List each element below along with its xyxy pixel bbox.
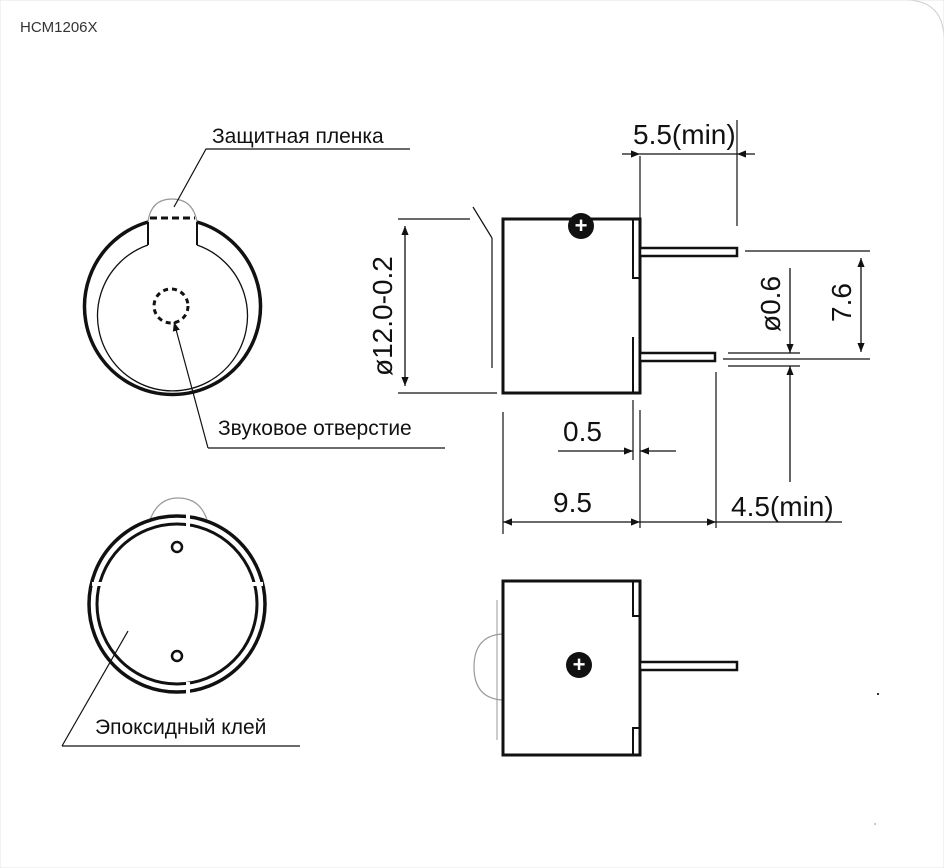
dim-height: 9.5	[553, 487, 592, 518]
page-corner	[904, 0, 944, 41]
body-step-top	[632, 219, 640, 279]
top-view	[82, 148, 445, 449]
dim-pin-extension-min: 4.5(min)	[731, 491, 834, 522]
dim-diameter: ø12.0-0.2	[367, 256, 398, 376]
outer-ring-bottom	[87, 514, 267, 694]
model-number: HCM1206X	[20, 19, 98, 36]
film-leader	[173, 148, 410, 208]
sound-hole-leader	[172, 321, 209, 449]
protective-film-bump	[147, 198, 198, 223]
dim-pin-diameter: ø0.6	[755, 276, 786, 332]
film-bump-bottom	[149, 497, 208, 521]
polarity-symbol-top: +	[575, 213, 588, 238]
buzzer-body	[501, 217, 642, 395]
stray-mark	[877, 693, 879, 695]
pin-long	[638, 246, 739, 258]
sound-hole-label: Звуковое отверстие	[218, 417, 412, 440]
pin-hole-bottom	[170, 649, 184, 663]
epoxy-label: Эпоксидный клей	[95, 716, 266, 739]
epoxy-leader	[61, 630, 129, 747]
film-bump-side	[473, 633, 503, 701]
side-view-rotated	[473, 579, 739, 757]
protective-film-label: Защитная пленка	[212, 125, 384, 148]
pin-side-2	[638, 660, 739, 672]
polarity-mark-top	[568, 213, 594, 239]
buzzer-body-2	[501, 579, 642, 757]
dim-pin-pitch: 7.6	[826, 283, 857, 322]
pin-short	[638, 351, 717, 363]
polarity-symbol-side: +	[573, 652, 586, 677]
dim-pin-length-min: 5.5(min)	[633, 119, 736, 150]
pin-hole-top	[170, 540, 184, 554]
film-outline-side	[472, 206, 493, 239]
stray-mark-2	[874, 823, 876, 825]
body-step-2-top	[632, 581, 640, 617]
sound-hole	[152, 287, 190, 325]
body-step-2-bottom	[632, 727, 640, 755]
dim-pin-offset: 0.5	[563, 416, 602, 447]
outer-ring	[82, 220, 263, 397]
bottom-view	[61, 497, 300, 747]
inner-ring-bottom	[95, 522, 259, 686]
side-view	[398, 120, 870, 534]
inner-ring	[96, 244, 249, 392]
polarity-mark-side	[566, 652, 592, 678]
